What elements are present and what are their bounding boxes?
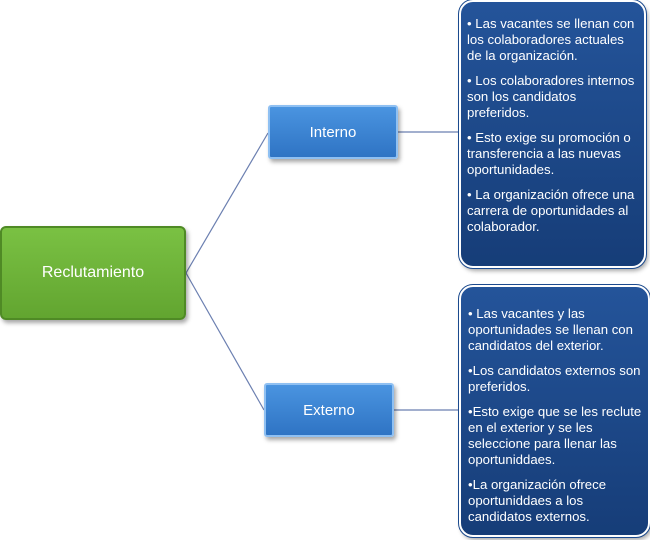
externo-detail: • Las vacantes y las oportunidades se ll… (468, 306, 633, 353)
externo-detail: •Esto exige que se les reclute en el ext… (468, 404, 642, 467)
externo-detail: •Los candidatos externos son preferidos. (468, 363, 641, 394)
branch-interno-label: Interno (309, 123, 357, 141)
root-node: Reclutamiento (0, 226, 186, 320)
interno-detail: • Las vacantes se llenan con los colabor… (467, 16, 635, 63)
branch-interno: Interno (268, 105, 398, 159)
interno-details-card: • Las vacantes se llenan con los colabor… (458, 0, 647, 269)
connector-root-interno (185, 132, 269, 274)
interno-detail: • La organización ofrece una carrera de … (467, 187, 635, 234)
interno-detail: • Los colaboradores internos son los can… (467, 73, 635, 120)
externo-detail: •La organización ofrece oportuniddaes a … (468, 477, 607, 524)
branch-externo: Externo (264, 383, 394, 437)
externo-details-card: • Las vacantes y las oportunidades se ll… (458, 284, 650, 538)
connector-root-externo (185, 272, 265, 411)
root-label: Reclutamiento (41, 264, 145, 281)
branch-externo-label: Externo (303, 401, 355, 419)
interno-detail: • Esto exige su promoción o transferenci… (467, 130, 631, 177)
